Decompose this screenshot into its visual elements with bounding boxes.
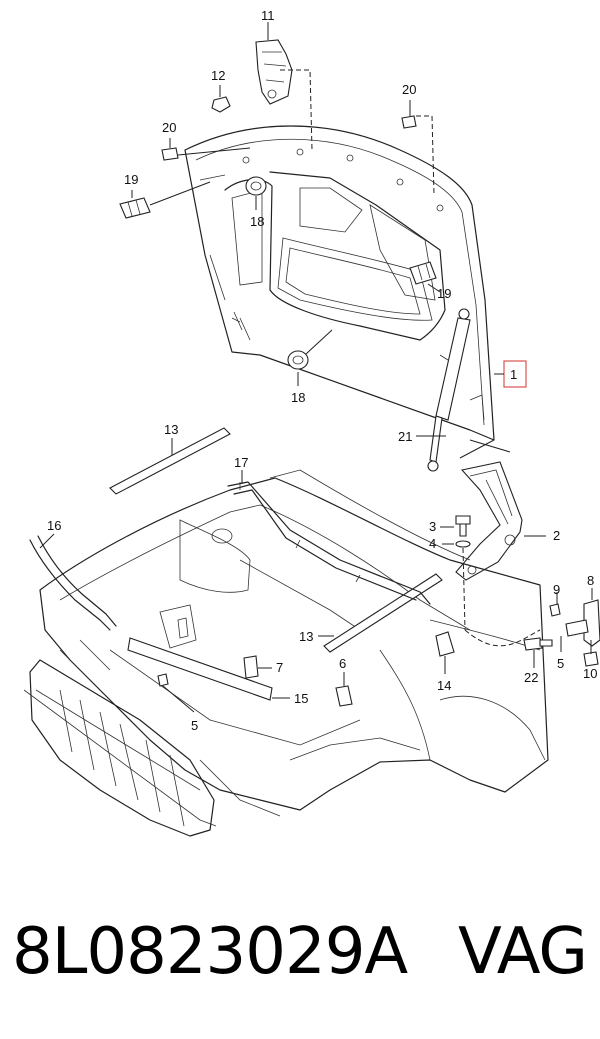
cable-5-right (464, 629, 562, 652)
callout-8: 8 (587, 573, 594, 588)
callout-2: 2 (553, 528, 560, 543)
callout-13-upper: 13 (164, 422, 178, 437)
callout-19-right: 19 (437, 286, 451, 301)
callout-1: 1 (510, 367, 517, 382)
seal-strip-upper (109, 427, 231, 495)
car-front-body (39, 469, 549, 817)
callout-20-left: 20 (162, 120, 176, 135)
bump-stop-right (409, 261, 441, 293)
brand-name: VAG (458, 915, 588, 989)
screw-9 (549, 592, 561, 617)
seal-strip-lower (318, 573, 443, 653)
callout-17: 17 (234, 455, 248, 470)
callout-5-right: 5 (557, 656, 564, 671)
callout-18-lower: 18 (291, 390, 305, 405)
hood-hinge (455, 439, 546, 581)
callout-5: 5 (191, 718, 198, 733)
safety-catch-8 (565, 588, 600, 647)
washer-4 (442, 540, 471, 631)
callout-3: 3 (429, 519, 436, 534)
exploded-parts-diagram: 1 2 3 4 5 5 6 7 8 9 10 11 12 13 13 14 15… (23, 8, 600, 837)
clip-6 (335, 672, 353, 707)
callout-22: 22 (524, 670, 538, 685)
callout-18-upper: 18 (250, 214, 264, 229)
callout-14: 14 (437, 678, 451, 693)
bump-stop-left (119, 181, 211, 219)
callout-11: 11 (261, 8, 275, 23)
callout-6: 6 (339, 656, 346, 671)
callout-16: 16 (47, 518, 61, 533)
clip-10 (583, 640, 599, 667)
callout-7: 7 (276, 660, 283, 675)
rubber-buffer-left (161, 138, 251, 161)
bracket-7 (243, 655, 272, 679)
callout-9: 9 (553, 582, 560, 597)
rubber-buffer-right (401, 100, 435, 196)
caption: 8L0823029A VAG (0, 915, 600, 1005)
water-channel-17 (227, 470, 431, 605)
grommet-lower (287, 329, 333, 386)
hinge-bolt-3 (440, 515, 471, 537)
callout-13-lower: 13 (299, 629, 313, 644)
bulkhead-seal-16 (29, 533, 117, 631)
callout-15: 15 (294, 691, 308, 706)
callout-4: 4 (429, 536, 436, 551)
callout-19-left: 19 (124, 172, 138, 187)
callout-20-right: 20 (402, 82, 416, 97)
radiator-grille (23, 659, 217, 837)
callout-12: 12 (211, 68, 225, 83)
callout-21: 21 (398, 429, 412, 444)
callout-10: 10 (583, 666, 597, 681)
hood-latch (255, 22, 313, 151)
grommet-upper (245, 176, 267, 210)
trim-strip-15 (127, 637, 290, 701)
clip-5-left (157, 673, 195, 713)
part-number: 8L0823029A (12, 915, 408, 989)
bolt-22 (523, 637, 553, 668)
nut-12 (211, 85, 231, 113)
buffer-14 (435, 631, 455, 674)
gas-strut (416, 308, 471, 472)
